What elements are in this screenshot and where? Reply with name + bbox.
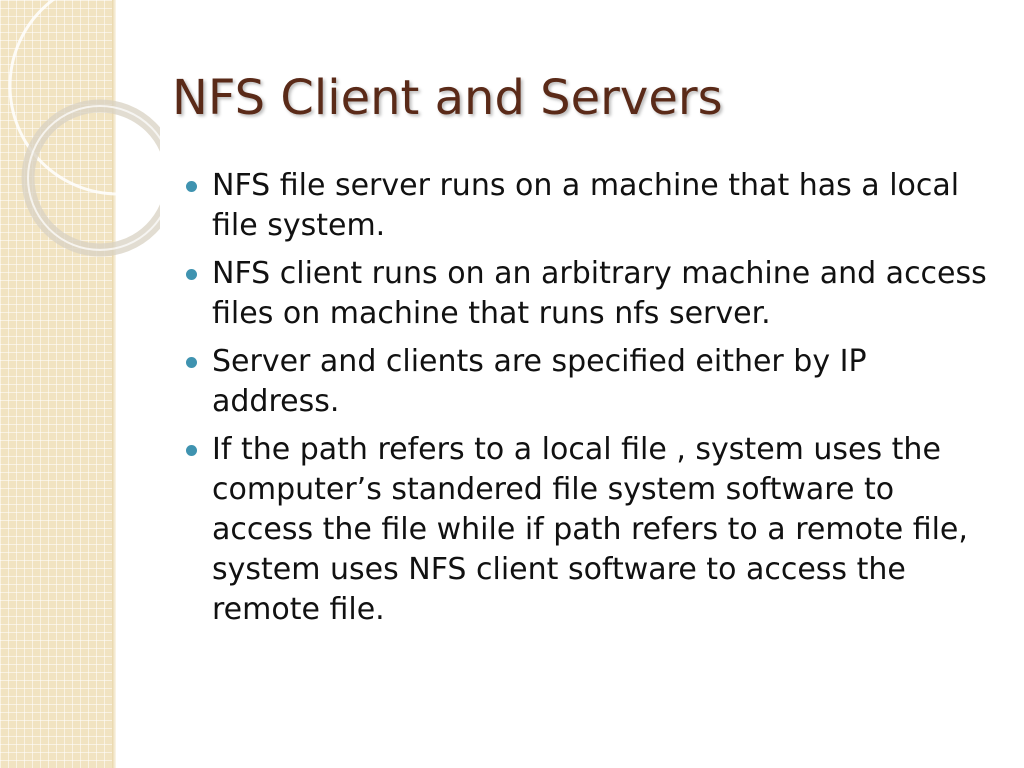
band-edge: [112, 0, 116, 768]
bullet-list: NFS file server runs on a machine that h…: [184, 166, 992, 638]
decorative-rings: [8, 0, 160, 257]
bullet-dot-icon: [186, 181, 197, 192]
bullet-dot-icon: [186, 269, 197, 280]
decorative-ring-icon: [27, 105, 160, 251]
bullet-item: Server and clients are specified either …: [184, 342, 992, 422]
bullet-dot-icon: [186, 357, 197, 368]
slide-title: NFS Client and Servers: [172, 70, 723, 126]
bullet-text: Server and clients are specified either …: [212, 344, 867, 419]
bullet-item: If the path refers to a local file , sys…: [184, 430, 992, 630]
decorative-ring-icon: [8, 0, 160, 196]
bullet-item: NFS client runs on an arbitrary machine …: [184, 254, 992, 334]
bullet-item: NFS file server runs on a machine that h…: [184, 166, 992, 246]
bullet-dot-icon: [186, 445, 197, 456]
bullet-text: NFS client runs on an arbitrary machine …: [212, 256, 987, 331]
bullet-text: If the path refers to a local file , sys…: [212, 432, 968, 627]
bullet-text: NFS file server runs on a machine that h…: [212, 168, 960, 243]
